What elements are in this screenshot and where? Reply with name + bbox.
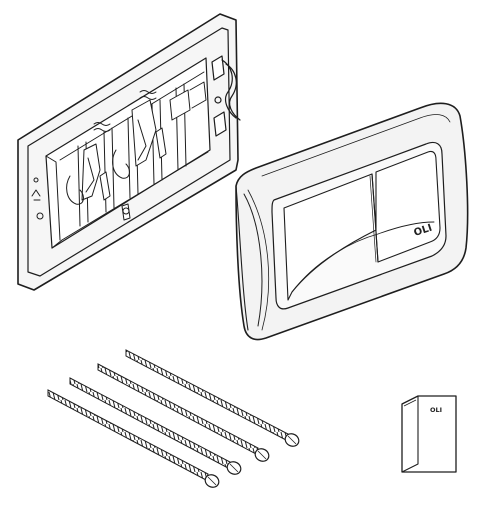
booklet-brand-logo: OLI bbox=[430, 406, 442, 414]
instruction-booklet bbox=[401, 395, 457, 473]
threaded-rod bbox=[125, 349, 300, 447]
threaded-rod bbox=[69, 377, 242, 475]
frame-clip bbox=[211, 55, 241, 137]
mounting-frame bbox=[17, 13, 241, 291]
threaded-rod bbox=[97, 363, 270, 462]
threaded-rods bbox=[47, 349, 300, 488]
push-plate bbox=[235, 102, 469, 341]
threaded-rod bbox=[47, 389, 220, 488]
plate-brand-logo: OLI bbox=[413, 223, 434, 239]
frame-screw bbox=[121, 203, 131, 221]
flush-mechanism bbox=[66, 81, 207, 227]
